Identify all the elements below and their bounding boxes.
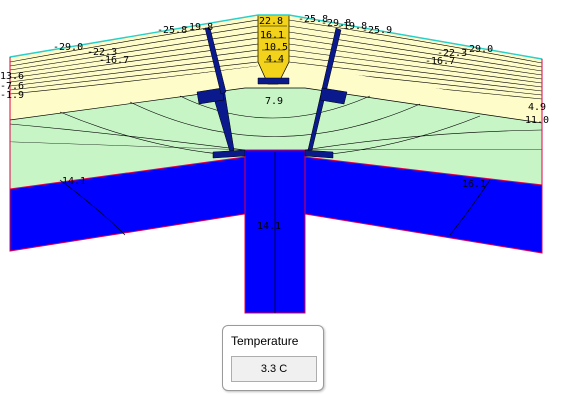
temperature-title: Temperature <box>231 334 299 348</box>
label-right-edge-a: 4.9 <box>528 102 546 113</box>
masonry-isotherms <box>59 152 491 313</box>
label-left-22: -22.3 <box>87 47 117 58</box>
label-right-29: -29.0 <box>463 44 493 55</box>
temperature-panel: Temperature 3.3 C <box>222 325 324 391</box>
label-stem: 14.1 <box>257 221 281 232</box>
label-right-22: -22.3 <box>437 48 467 59</box>
label-right-edge-b: 11.0 <box>525 115 549 126</box>
label-ridge-right-top: -25.8 <box>298 14 328 25</box>
steel-members <box>196 27 348 159</box>
label-left-edge-c: -1.9 <box>0 90 24 101</box>
label-left-16: -16.7 <box>99 55 129 66</box>
label-right-16: -16.7 <box>425 56 455 67</box>
section-outline <box>9 57 543 253</box>
label-middle: 7.9 <box>265 96 283 107</box>
label-left-lower: 14.1 <box>62 176 86 187</box>
label-ridge-right-c: -25.9 <box>362 25 392 36</box>
temperature-value-box[interactable]: 3.3 C <box>231 356 317 382</box>
label-core-a: 16.1 <box>260 30 284 41</box>
label-ridge-right-a: -29.8 <box>321 18 351 29</box>
label-right-lower: 16.1 <box>462 179 486 190</box>
label-ridge-left-upper2: -19.8 <box>183 22 213 33</box>
label-ridge-right-b: -19.8 <box>337 21 367 32</box>
label-left-edge-a: 13.6 <box>0 71 24 82</box>
roof-surface <box>9 14 543 60</box>
slab-contours <box>9 95 543 158</box>
core-isotherms <box>260 25 287 63</box>
label-core-b: 10.5 <box>264 42 288 53</box>
slab-lower <box>10 142 542 189</box>
label-ridge-left-upper: -25.8 <box>157 25 187 36</box>
label-left-29: -29.0 <box>53 42 83 53</box>
label-peak: 22.8 <box>259 16 283 27</box>
label-core-c: 4.4 <box>266 54 284 65</box>
label-left-edge-b: -7.6 <box>0 81 24 92</box>
